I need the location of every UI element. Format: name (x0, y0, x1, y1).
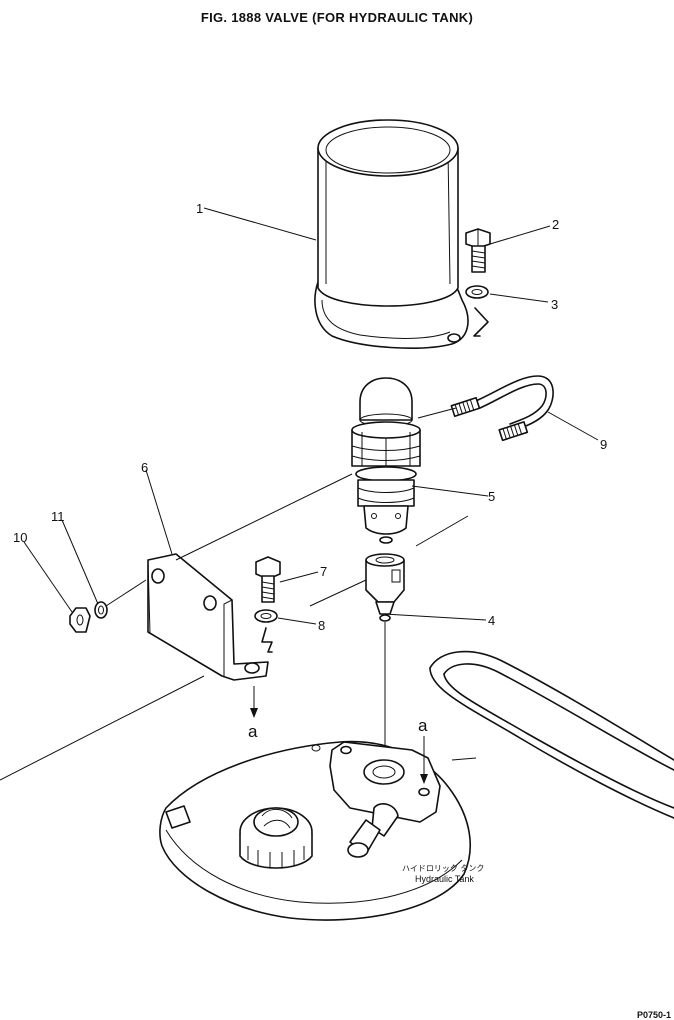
leader-11 (61, 519, 99, 605)
callout-7: 7 (320, 564, 327, 579)
part-7-bolt (255, 556, 281, 603)
part-1-cover (314, 119, 469, 349)
figure-code: P0750-1 (637, 1010, 671, 1020)
marker-a-right: a (418, 716, 428, 735)
leader-4 (383, 613, 487, 621)
figure-title: FIG. 1888 VALVE (FOR HYDRAULIC TANK) (201, 10, 473, 25)
part-5-valve (351, 377, 421, 544)
leader-2 (489, 225, 551, 245)
leader-6 (145, 469, 173, 555)
part-4-adapter (365, 553, 405, 760)
leader-7 (279, 571, 319, 583)
part-2-bolt (465, 228, 491, 273)
part-9-u-bolt (450, 375, 554, 442)
part-8-washer (254, 609, 278, 653)
part-10-nut (69, 607, 91, 633)
arrow-a-left (250, 686, 258, 718)
arrow-a-right (420, 736, 428, 784)
callout-9: 9 (600, 437, 607, 452)
leader-lines (0, 207, 599, 781)
tank-label-en: Hydraulic Tank (415, 874, 474, 884)
tank-strap (429, 650, 674, 819)
callout-8: 8 (318, 618, 325, 633)
part-6-bracket (147, 553, 269, 681)
callout-5: 5 (488, 489, 495, 504)
part-11-washer (94, 601, 108, 619)
callout-2: 2 (552, 217, 559, 232)
leader-10 (23, 541, 73, 613)
part-3-washer (465, 285, 489, 337)
callout-1: 1 (196, 201, 203, 216)
callout-3: 3 (551, 297, 558, 312)
callout-6: 6 (141, 460, 148, 475)
leader-5 (411, 485, 489, 497)
leader-3 (489, 293, 549, 303)
callout-4: 4 (488, 613, 495, 628)
callout-10: 10 (13, 530, 27, 545)
hydraulic-tank (159, 740, 471, 921)
marker-a-left: a (248, 722, 258, 741)
tank-label-jp: ハイドロリック タンク (402, 864, 484, 873)
leader-1 (203, 207, 317, 241)
leader-9 (547, 411, 599, 441)
callout-11: 11 (51, 509, 65, 524)
leader-8 (277, 617, 317, 625)
